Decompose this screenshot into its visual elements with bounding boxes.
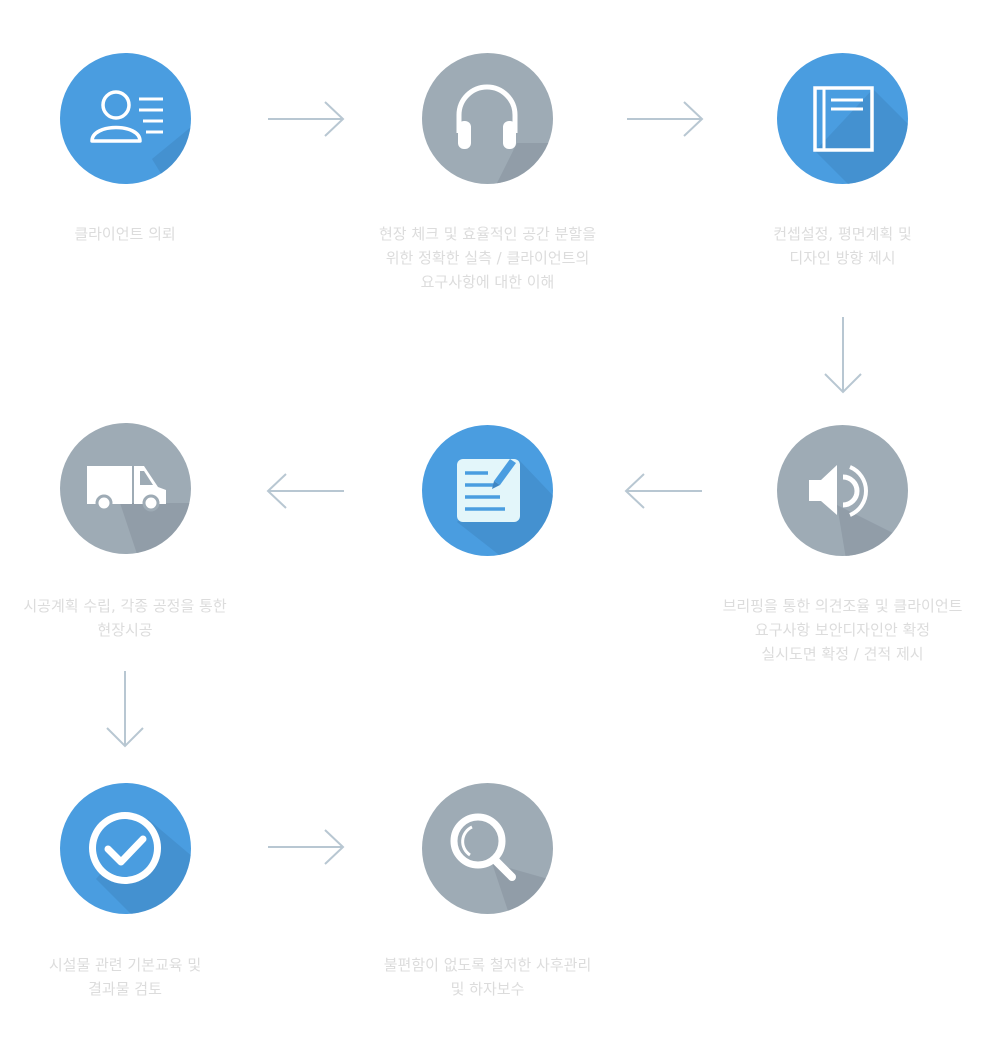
headphones-icon: [456, 84, 553, 184]
step-2-label: 현장 체크 및 효율적인 공간 분할을 위한 정확한 실측 / 클라이언트의 요…: [378, 225, 597, 291]
step-6-circle: [60, 423, 191, 554]
arrow-left-icon: [266, 473, 344, 509]
step-2-circle: [422, 53, 553, 184]
arrow-right-icon: [268, 829, 345, 865]
arrow-down-icon: [824, 317, 862, 394]
speaker-icon: [809, 465, 908, 556]
book-icon: [813, 86, 908, 184]
arrow-down-icon: [106, 671, 144, 748]
step-5-circle: [422, 425, 553, 556]
arrow-right-icon: [627, 101, 704, 137]
step-4-label: 브리핑을 통한 의견조율 및 클라이언트 요구사항 보안디자인안 확정 실시도면…: [722, 597, 963, 663]
step-4-circle: [777, 425, 908, 556]
step-3-label: 컨셉설정, 평면계획 및 디자인 방향 제시: [773, 225, 912, 267]
step-7-circle: [60, 783, 191, 914]
check-icon: [89, 812, 191, 914]
truck-icon: [87, 466, 191, 554]
step-8-circle: [422, 783, 553, 914]
step-8-label: 불편함이 없도록 철저한 사후관리 및 하자보수: [383, 956, 592, 998]
client-icon: [90, 90, 191, 184]
step-1-label: 클라이언트 의뢰: [74, 225, 176, 243]
arrow-left-icon: [624, 473, 702, 509]
document-edit-icon: [457, 459, 553, 556]
arrow-right-icon: [268, 101, 345, 137]
step-3-circle: [777, 53, 908, 184]
step-7-label: 시설물 관련 기본교육 및 결과물 검토: [48, 956, 202, 998]
step-1-circle: [60, 53, 191, 184]
search-icon: [450, 813, 553, 914]
step-6-label: 시공계획 수립, 각종 공정을 통한 현장시공: [23, 597, 227, 639]
